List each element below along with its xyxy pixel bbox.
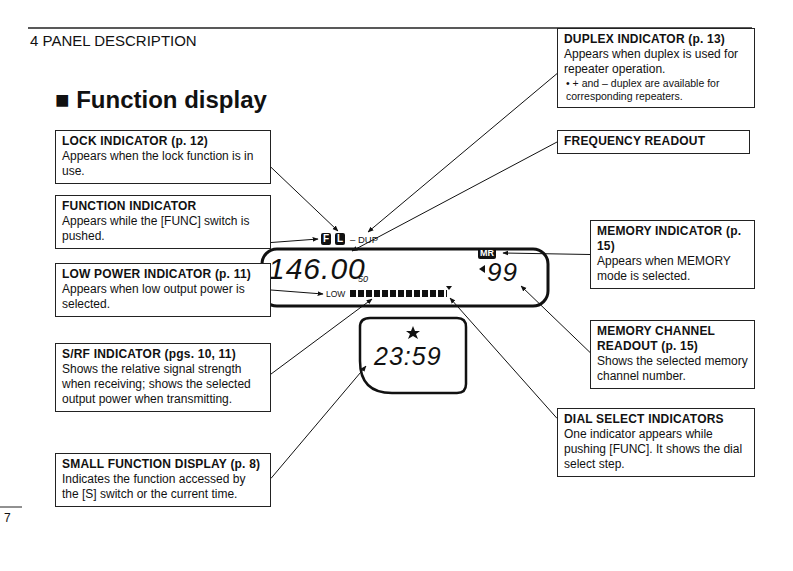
leader-line: [271, 239, 318, 243]
callout-text: Shows the relative signal strength when …: [62, 362, 264, 407]
callout-box: MEMORY INDICATOR (p. 15)Appears when MEM…: [590, 220, 755, 289]
star-icon: [406, 326, 420, 339]
duplex-icon: – DUP: [350, 235, 378, 245]
step-digits: 50: [358, 275, 368, 284]
memory-badge: MR: [478, 248, 496, 259]
callout-box: SMALL FUNCTION DISPLAY (p. 8)Indicates t…: [55, 453, 271, 507]
leader-line: [503, 253, 590, 255]
page-number: 7: [4, 512, 11, 524]
leader-line: [271, 290, 323, 294]
callout-heading: SMALL FUNCTION DISPLAY (p. 8): [62, 457, 264, 472]
callout-heading: FREQUENCY READOUT: [564, 134, 743, 149]
callout-text: One indicator appears while pushing [FUN…: [564, 427, 748, 472]
callout-box: LOW POWER INDICATOR (p. 11)Appears when …: [55, 263, 271, 317]
frequency-digits: 146.00: [268, 254, 366, 284]
callout-box: MEMORY CHANNEL READOUT (p. 15)Shows the …: [590, 320, 755, 389]
page-rule: [0, 507, 22, 508]
callout-heading: MEMORY INDICATOR (p. 15): [597, 224, 748, 254]
callout-box: FREQUENCY READOUT: [557, 130, 750, 154]
callout-heading: LOCK INDICATOR (p. 12): [62, 134, 264, 149]
dial-step-mark: [446, 286, 452, 290]
main-display-outline: [262, 249, 548, 306]
leader-line: [352, 142, 557, 251]
callout-text: Indicates the function accessed by the […: [62, 472, 264, 502]
callout-box: DUPLEX INDICATOR (p. 13)Appears when dup…: [557, 28, 755, 108]
callout-text: Appears when low output power is selecte…: [62, 282, 264, 312]
leader-line: [271, 167, 338, 231]
callout-note: • + and – duplex are available for corre…: [564, 77, 748, 103]
low-power-text: LOW: [326, 290, 345, 299]
callout-heading: DIAL SELECT INDICATORS: [564, 412, 748, 427]
leader-line: [271, 366, 366, 478]
small-display-outline: [360, 318, 466, 393]
callout-box: LOCK INDICATOR (p. 12)Appears when the l…: [55, 130, 271, 184]
callout-heading: LOW POWER INDICATOR (p. 11): [62, 267, 264, 282]
callout-text: Appears when the lock function is in use…: [62, 149, 264, 179]
leader-line: [368, 74, 557, 232]
s-rf-bar: [350, 290, 447, 297]
callout-text: Shows the selected memory channel number…: [597, 354, 748, 384]
callout-text: Appears when duplex is used for repeater…: [564, 47, 748, 77]
callout-text: Appears when MEMORY mode is selected.: [597, 254, 748, 284]
leader-line: [521, 286, 590, 352]
function-icon: F: [321, 233, 331, 245]
callout-heading: FUNCTION INDICATOR: [62, 199, 264, 214]
callout-heading: S/RF INDICATOR (pgs. 10, 11): [62, 347, 264, 362]
channel-digits: 99: [487, 259, 518, 285]
lock-icon: L: [335, 233, 345, 245]
dial-select-mark: [479, 265, 485, 273]
section-heading: 4 PANEL DESCRIPTION: [30, 33, 197, 48]
callout-box: S/RF INDICATOR (pgs. 10, 11)Shows the re…: [55, 343, 271, 412]
leader-line: [271, 299, 372, 374]
callout-heading: MEMORY CHANNEL READOUT (p. 15): [597, 324, 748, 354]
callout-heading: DUPLEX INDICATOR (p. 13): [564, 32, 748, 47]
callout-box: DIAL SELECT INDICATORSOne indicator appe…: [557, 408, 755, 477]
page-title: ■ Function display: [55, 86, 267, 114]
clock-digits: 23:59: [374, 344, 442, 369]
callout-box: FUNCTION INDICATORAppears while the [FUN…: [55, 195, 271, 249]
callout-text: Appears while the [FUNC] switch is pushe…: [62, 214, 264, 244]
